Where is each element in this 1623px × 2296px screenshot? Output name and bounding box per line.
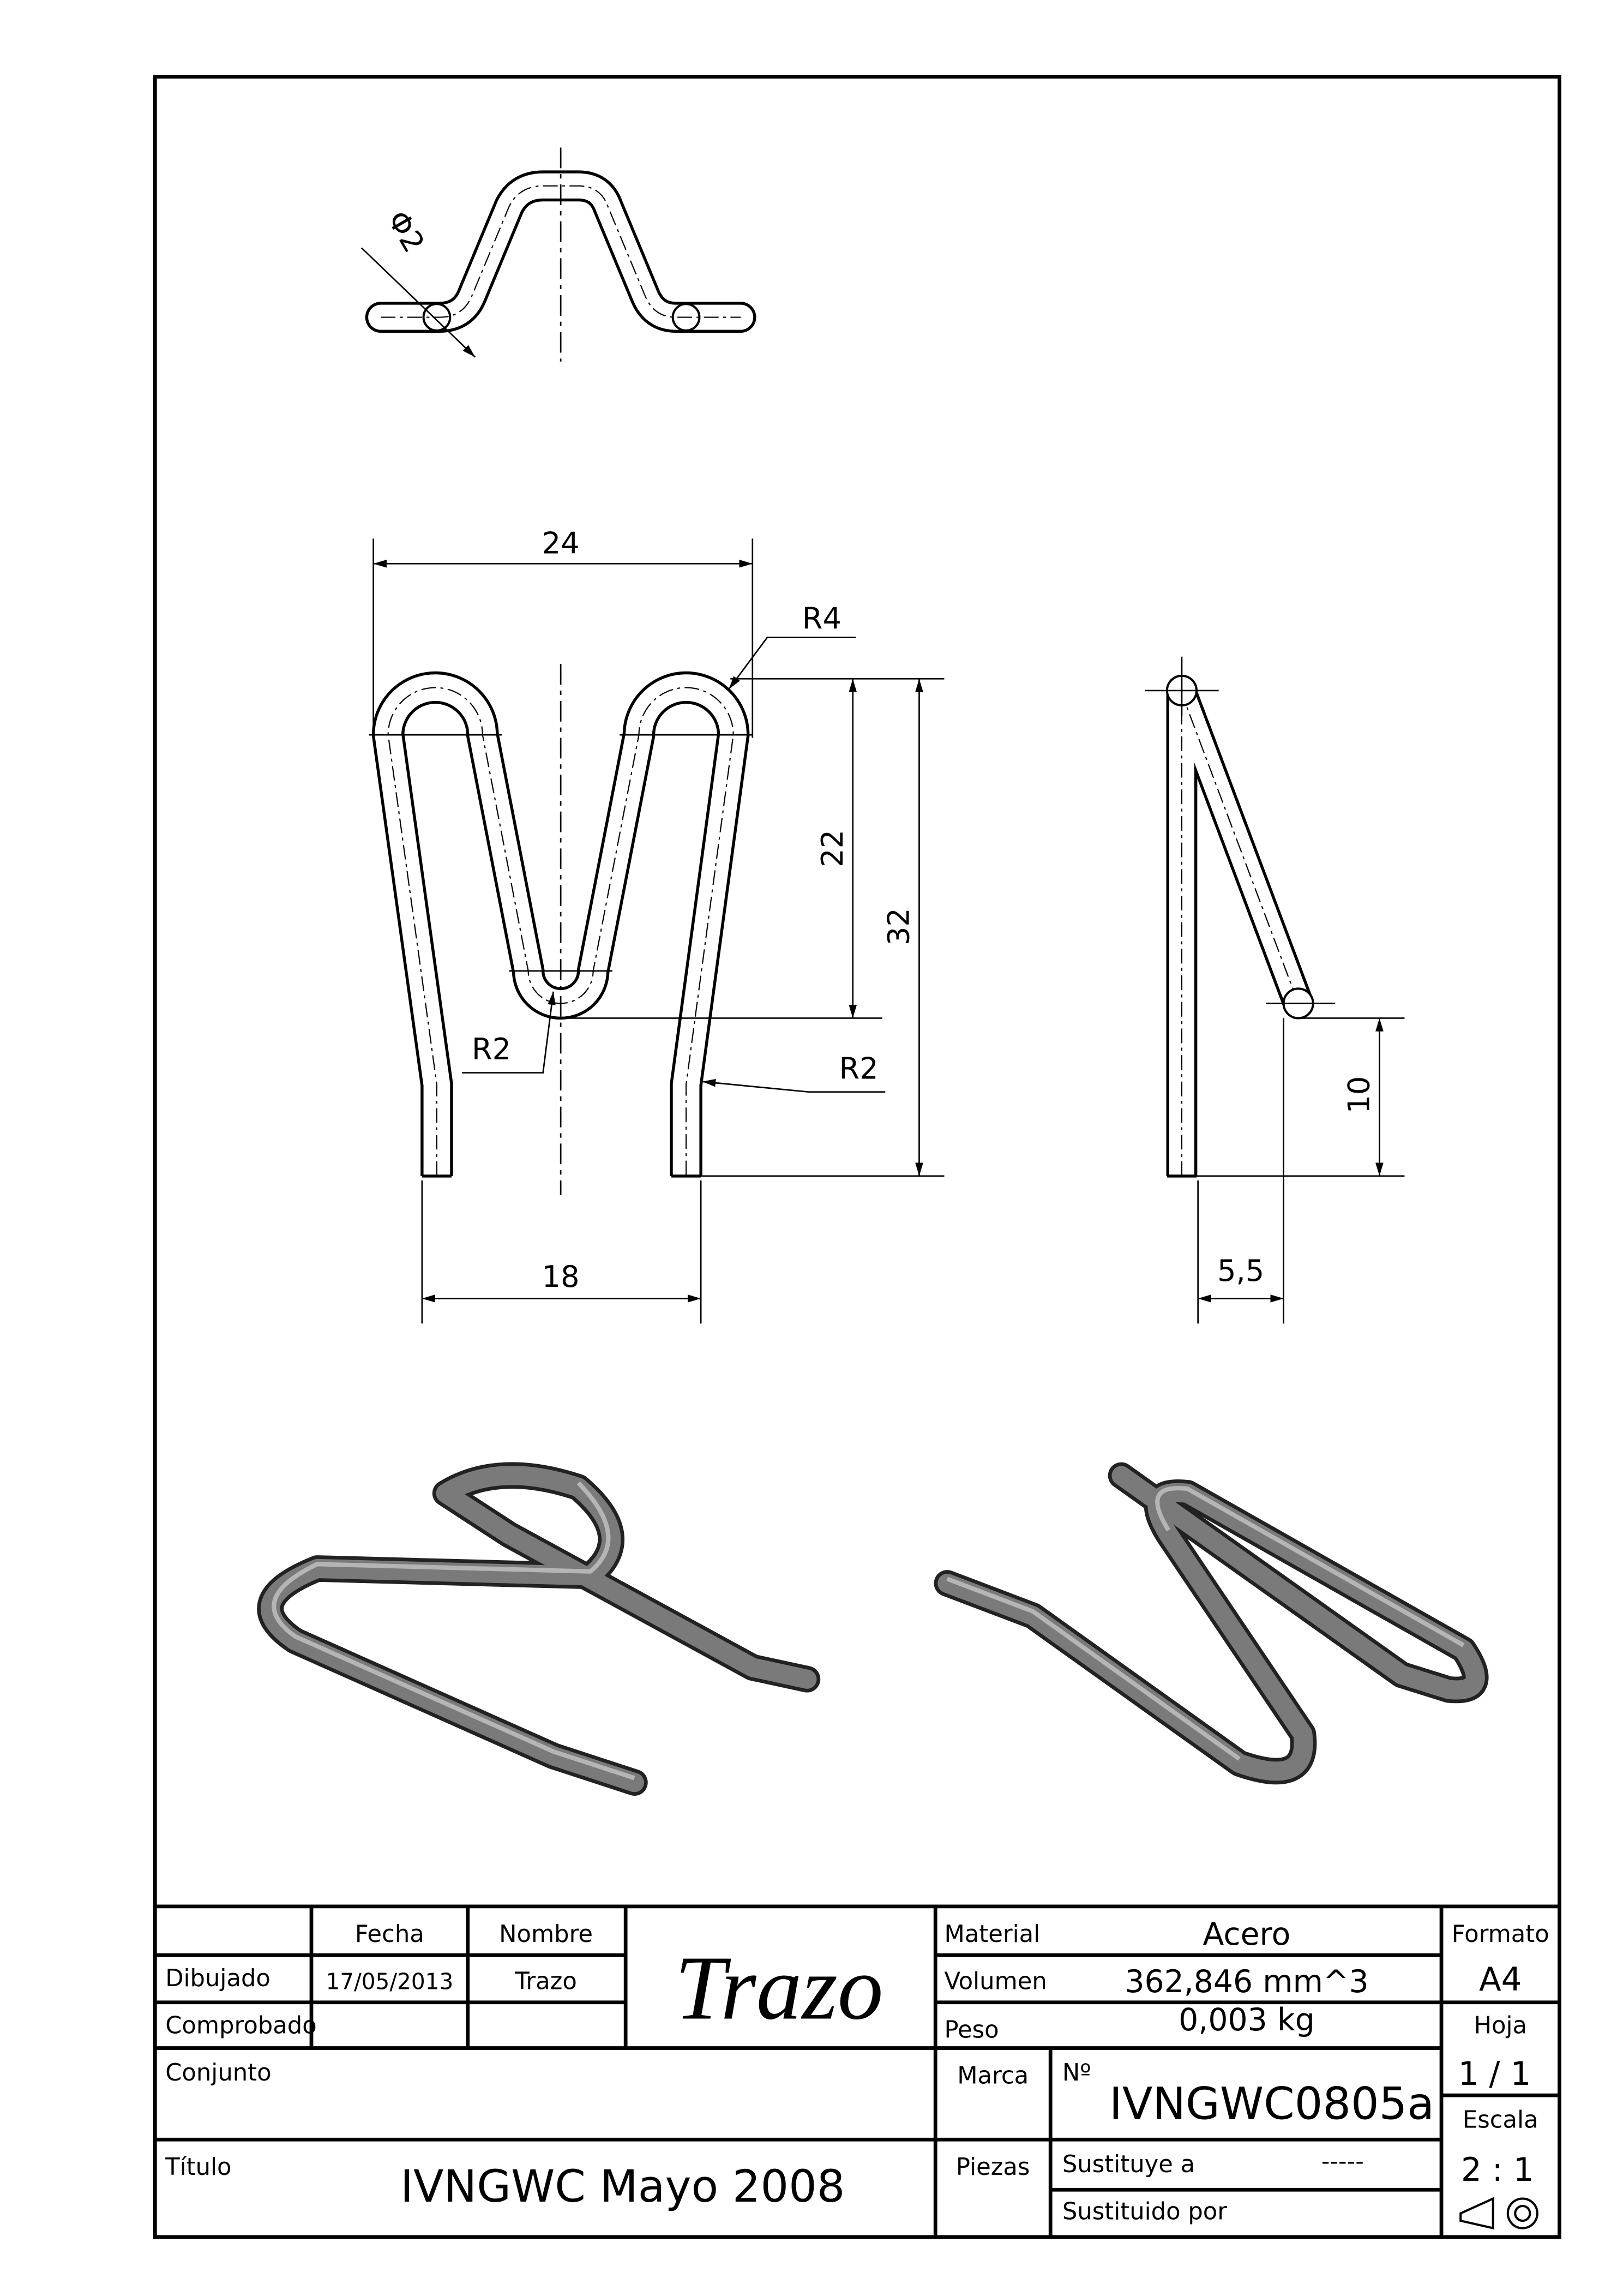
label-sustituido: Sustituido por xyxy=(1062,2198,1227,2225)
label-piezas: Piezas xyxy=(956,2154,1030,2181)
dim-width-24: 24 xyxy=(542,526,580,560)
label-peso: Peso xyxy=(944,2017,999,2044)
label-fecha: Fecha xyxy=(355,1921,424,1948)
label-comprobado: Comprobado xyxy=(165,2012,317,2040)
label-volumen: Volumen xyxy=(944,1968,1047,1995)
volumen-value: 362,846 mm^3 xyxy=(1125,1964,1368,2000)
title-block xyxy=(155,1904,1560,2237)
dim-radius-r2-right: R2 xyxy=(839,1051,879,1086)
dim-radius-r2-left: R2 xyxy=(472,1032,511,1066)
dibujado-nombre: Trazo xyxy=(514,1968,577,1995)
dim-side-height-10: 10 xyxy=(1342,1076,1376,1114)
isometric-view-right xyxy=(934,1462,1489,1785)
top-view: Φ2 xyxy=(361,147,756,362)
label-conjunto: Conjunto xyxy=(165,2059,271,2087)
dim-width-18: 18 xyxy=(542,1260,580,1294)
front-view: 24 R4 22 32 R2 R2 18 xyxy=(369,526,945,1324)
label-titulo: Título xyxy=(165,2154,231,2181)
label-formato: Formato xyxy=(1452,1921,1549,1948)
label-numero: Nº xyxy=(1062,2059,1091,2087)
titulo-value: IVNGWC Mayo 2008 xyxy=(400,2161,845,2213)
dim-side-width-5-5: 5,5 xyxy=(1217,1254,1264,1288)
label-material: Material xyxy=(944,1921,1040,1948)
dim-diameter: Φ2 xyxy=(381,205,431,258)
label-marca: Marca xyxy=(957,2062,1029,2089)
sheet-frame xyxy=(153,75,1561,2239)
label-hoja: Hoja xyxy=(1474,2012,1527,2040)
side-view: 10 5,5 xyxy=(1145,656,1405,1324)
isometric-view-left xyxy=(257,1462,821,1796)
numero-value: IVNGWC0805a xyxy=(1109,2078,1434,2130)
label-escala: Escala xyxy=(1463,2107,1538,2134)
label-nombre: Nombre xyxy=(499,1921,593,1948)
hoja-value: 1 / 1 xyxy=(1458,2055,1531,2093)
label-dibujado: Dibujado xyxy=(165,1965,270,1992)
material-value: Acero xyxy=(1203,1916,1291,1952)
peso-value: 0,003 kg xyxy=(1179,2002,1315,2038)
dim-height-32: 32 xyxy=(882,908,916,945)
dim-height-22: 22 xyxy=(815,830,850,867)
formato-value: A4 xyxy=(1479,1961,1522,1999)
projection-symbol-icon xyxy=(1459,2197,1538,2230)
logo-trazo: Trazo xyxy=(675,1938,883,2039)
label-sustituye: Sustituye a xyxy=(1062,2151,1195,2178)
sustituye-value: ----- xyxy=(1321,2148,1364,2175)
escala-value: 2 : 1 xyxy=(1461,2151,1534,2189)
dim-radius-r4: R4 xyxy=(802,601,841,636)
dibujado-fecha: 17/05/2013 xyxy=(326,1968,453,1994)
